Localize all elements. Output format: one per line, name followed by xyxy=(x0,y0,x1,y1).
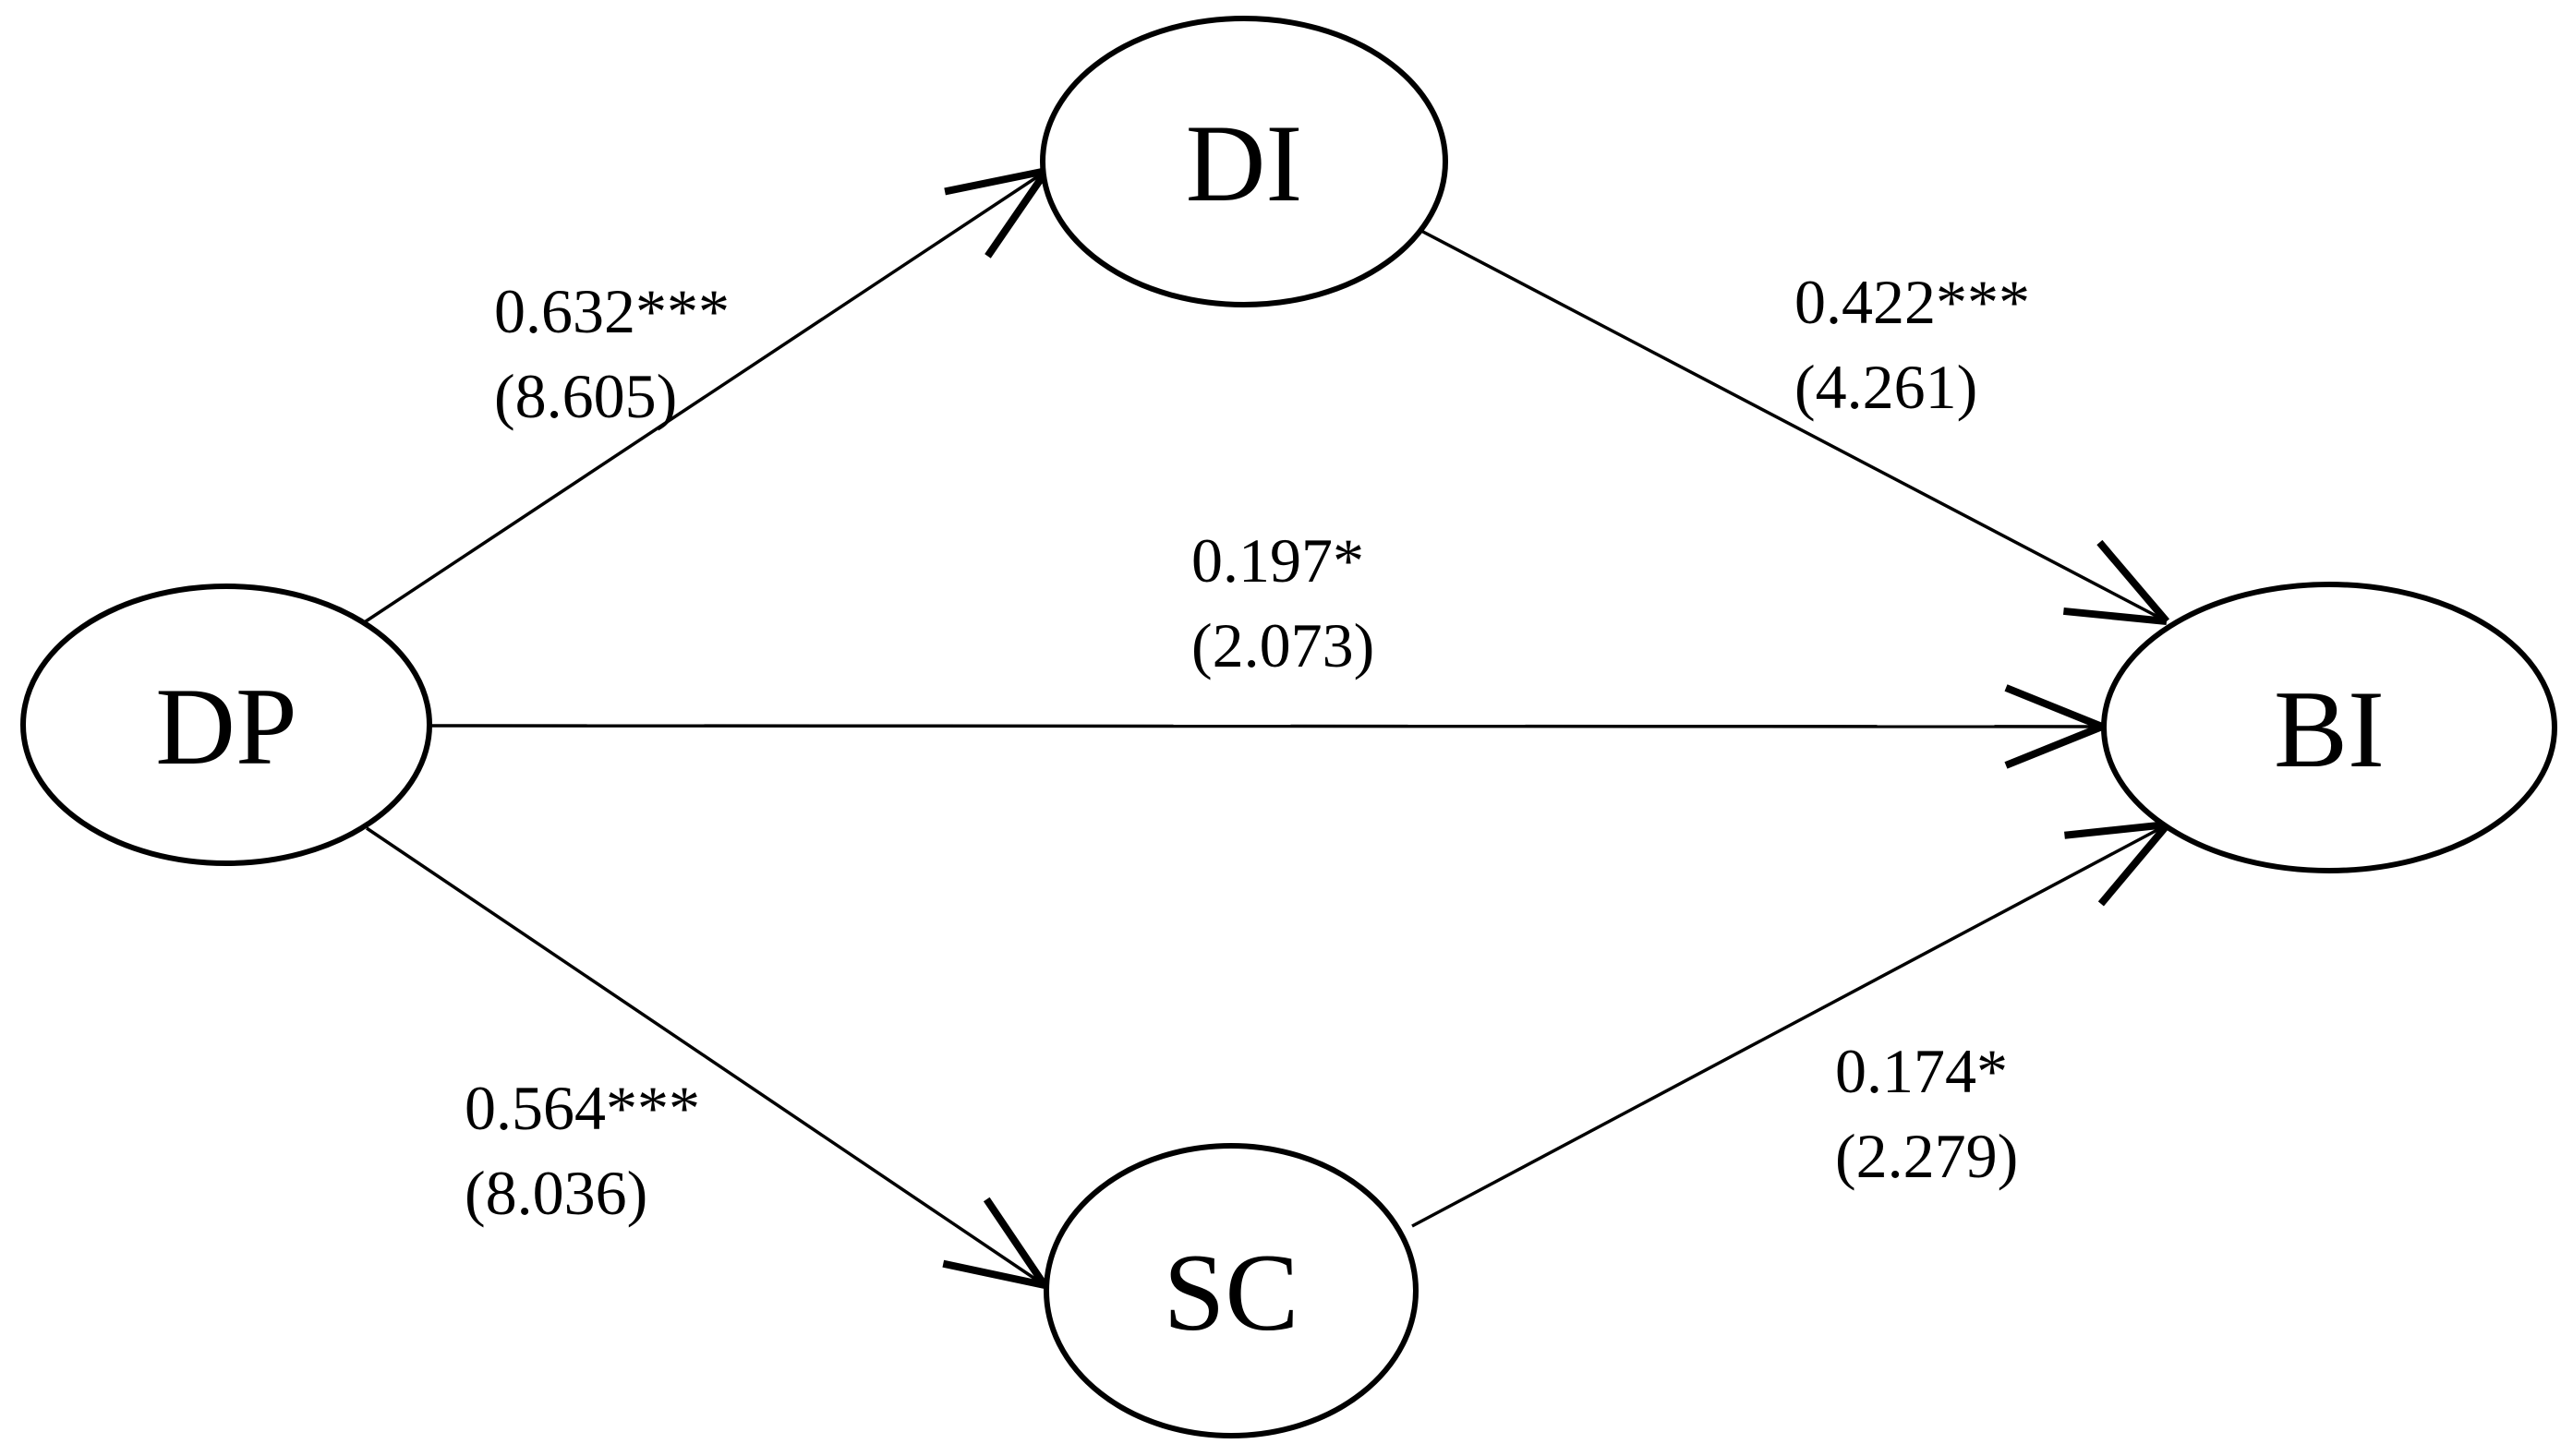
edge-dp-bi-arrow xyxy=(429,684,2104,769)
edge-dp-sc-label: 0.564*** (8.036) xyxy=(465,1073,700,1228)
edge-dp-di-tvalue: (8.605) xyxy=(494,361,677,431)
edge-dp-di-arrow xyxy=(362,167,1050,625)
node-bi-label: BI xyxy=(2274,668,2385,790)
edge-dp-sc-tvalue: (8.036) xyxy=(465,1158,647,1228)
node-bi-ellipse xyxy=(2101,582,2557,873)
node-dp: DP xyxy=(20,584,432,866)
node-di-label: DI xyxy=(1186,102,1303,224)
node-bi: BI xyxy=(2101,582,2557,873)
edge-dp-bi-label: 0.197* (2.073) xyxy=(1191,525,1374,680)
edge-dp-di-coefficient: 0.632*** xyxy=(494,276,730,346)
edge-di-bi-tvalue: (4.261) xyxy=(1794,352,1977,422)
edge-di-bi-arrow xyxy=(1419,228,2170,625)
node-dp-label: DP xyxy=(155,665,296,788)
edge-sc-bi-tvalue: (2.279) xyxy=(1835,1121,2018,1191)
edge-sc-bi-coefficient: 0.174* xyxy=(1835,1036,2008,1106)
edge-di-bi-coefficient: 0.422*** xyxy=(1794,267,2030,337)
edge-dp-sc-arrow xyxy=(366,826,1048,1289)
node-sc-label: SC xyxy=(1164,1231,1299,1354)
edge-dp-sc-coefficient: 0.564*** xyxy=(465,1073,700,1143)
edge-di-bi-label: 0.422*** (4.261) xyxy=(1794,267,2030,422)
node-sc: SC xyxy=(1044,1143,1419,1438)
edge-dp-di-label: 0.632*** (8.605) xyxy=(494,276,730,431)
edge-dp-bi-coefficient: 0.197* xyxy=(1191,525,1364,596)
node-dp-ellipse xyxy=(20,584,432,866)
edge-sc-bi-label: 0.174* (2.279) xyxy=(1835,1036,2018,1191)
node-di: DI xyxy=(1040,16,1448,307)
edge-sc-bi-arrow xyxy=(1411,821,2171,1228)
node-di-ellipse xyxy=(1040,16,1448,307)
edge-dp-bi-tvalue: (2.073) xyxy=(1191,610,1374,680)
node-sc-ellipse xyxy=(1044,1143,1419,1438)
